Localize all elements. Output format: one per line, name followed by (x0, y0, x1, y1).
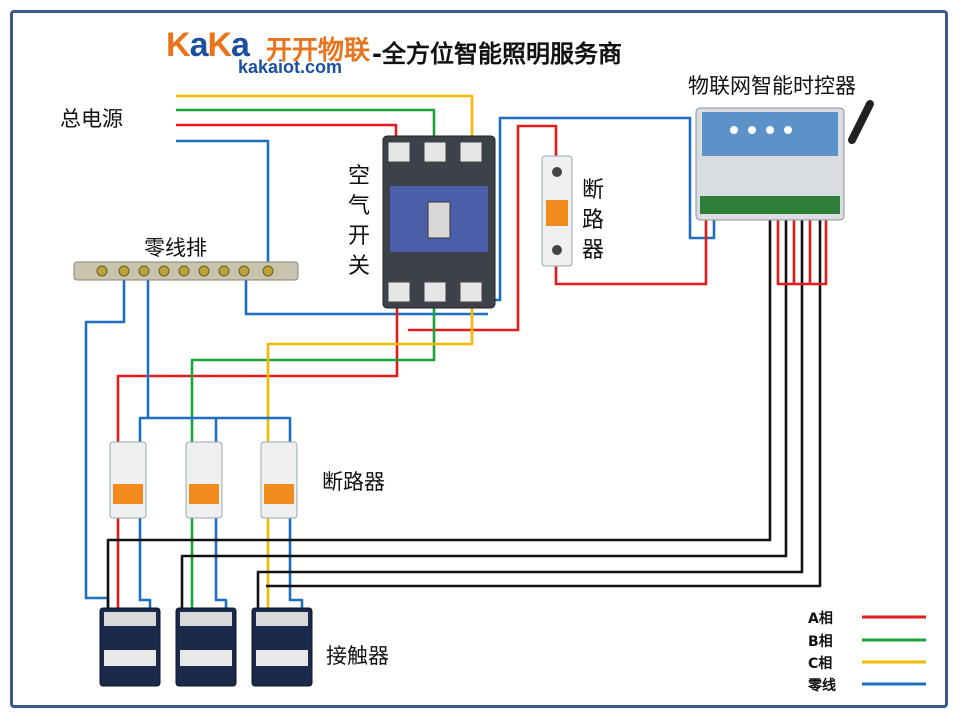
wire-a-input (176, 123, 398, 150)
legend-label-c: C相 (808, 656, 833, 672)
label-breaker-single: 断路器 (581, 178, 604, 263)
label-breakers: 断路器 (322, 470, 385, 494)
wire-n-controller (488, 116, 716, 302)
wire-ctrl-2 (180, 208, 788, 610)
legend-label-a: A相 (808, 611, 833, 627)
wire-n-bar-return (244, 278, 488, 316)
breaker-3 (260, 441, 298, 519)
wire-a-breaker-in (408, 124, 558, 332)
legend-label-n: 零线 (808, 678, 836, 694)
wire-c-input (176, 94, 474, 150)
contactor-3 (251, 607, 313, 687)
breaker-single (541, 155, 573, 267)
wire-a-out (116, 300, 399, 443)
wire-ctrl-1 (106, 208, 772, 610)
label-contactors: 接触器 (326, 644, 389, 668)
wire-a-controller (554, 208, 708, 286)
contactor-1 (99, 607, 161, 687)
wire-b-out (190, 300, 436, 443)
neutral-bar (73, 261, 299, 281)
legend-label-b: B相 (808, 634, 833, 650)
breaker-group (109, 441, 298, 519)
brand-logo: KaKa (166, 26, 250, 64)
label-air-switch: 空气开关 (347, 164, 370, 279)
label-neutral-bar: 零线排 (144, 236, 207, 260)
wire-ctrl-3 (256, 208, 804, 610)
breaker-1 (109, 441, 147, 519)
wire-ctrl-4 (266, 208, 822, 588)
contactor-group (99, 607, 313, 687)
brand-name-cn: 开开物联 (266, 36, 371, 66)
brand-url: kakaiot.com (238, 57, 343, 77)
label-controller: 物联网智能时控器 (688, 74, 856, 98)
air-switch (382, 135, 496, 309)
breaker-2 (185, 441, 223, 519)
wire-c-out (266, 300, 474, 443)
diagram-frame (10, 10, 948, 708)
wire-n-input (176, 139, 270, 266)
label-main-power: 总电源 (60, 107, 123, 131)
iot-timer-controller (695, 100, 874, 221)
page-title: -全方位智能照明服务商 (372, 40, 622, 68)
contactor-2 (175, 607, 237, 687)
